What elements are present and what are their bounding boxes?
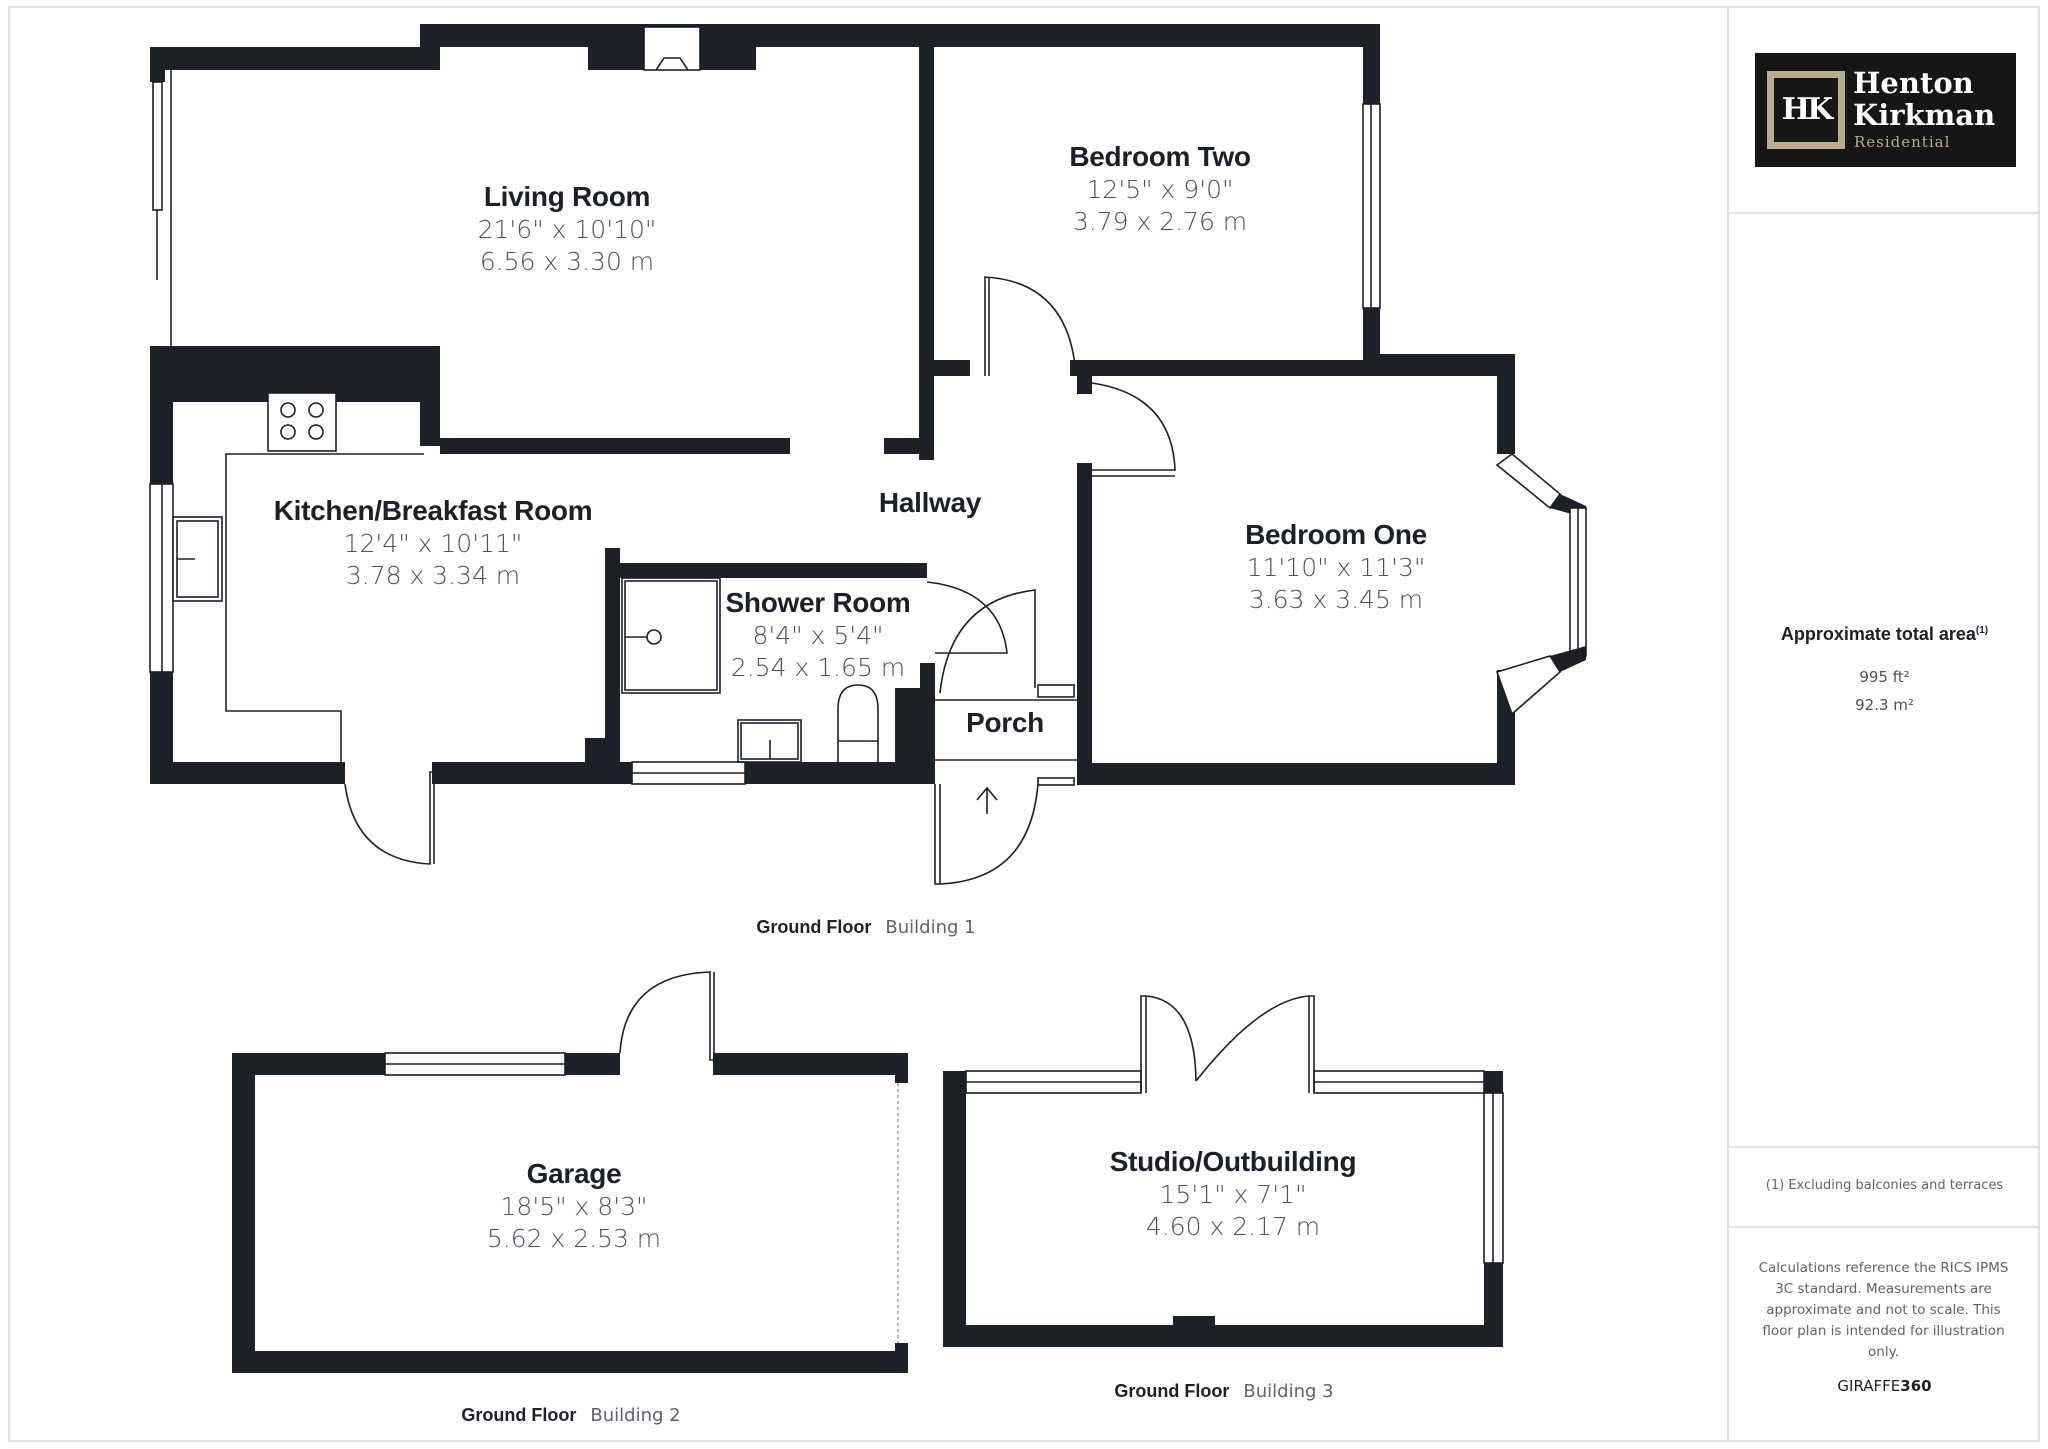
area-sqft: 995 ft² — [1859, 668, 1910, 686]
room-kitchen: Kitchen/Breakfast Room 12'4" x 10'11" 3.… — [274, 494, 593, 592]
front-door — [934, 783, 1039, 885]
area-title-text: Approximate total area — [1780, 624, 1976, 644]
studio-door-right — [1195, 995, 1315, 1093]
room-name: Kitchen/Breakfast Room — [273, 495, 593, 526]
room-name: Shower Room — [725, 587, 911, 618]
bedroom-one-door — [1081, 382, 1176, 477]
room-metric: 5.62 x 2.53 m — [486, 1224, 662, 1253]
caption-building: Building 3 — [1243, 1381, 1334, 1402]
monogram: HK — [1781, 92, 1833, 127]
caption-building: Building 2 — [590, 1405, 681, 1426]
room-hallway: Hallway — [879, 486, 981, 520]
room-metric: 3.79 x 2.76 m — [1072, 207, 1248, 236]
caption-building-3: Ground Floor Building 3 — [1114, 1381, 1333, 1402]
room-metric: 2.54 x 1.65 m — [730, 653, 906, 682]
room-bedroom-two: Bedroom Two 12'5" x 9'0" 3.79 x 2.76 m — [1069, 140, 1251, 238]
area-sqm: 92.3 m² — [1855, 696, 1914, 714]
room-bedroom-one: Bedroom One 11'10" x 11'3" 3.63 x 3.45 m — [1245, 518, 1427, 616]
caption-floor: Ground Floor — [756, 917, 872, 937]
room-shower-room: Shower Room 8'4" x 5'4" 2.54 x 1.65 m — [726, 586, 911, 684]
garage-walls — [232, 1052, 908, 1373]
area-title: Approximate total area(1) — [1729, 624, 2040, 645]
room-name: Bedroom One — [1245, 519, 1427, 550]
caption-floor: Ground Floor — [1114, 1381, 1230, 1401]
disclaimer-text: Calculations reference the RICS IPMS 3C … — [1758, 1260, 2009, 1360]
room-name: Garage — [526, 1158, 622, 1189]
logo-line-2: Kirkman — [1853, 98, 1996, 132]
shower-fixtures — [621, 577, 879, 763]
room-imperial: 12'5" x 9'0" — [1086, 175, 1234, 204]
room-imperial: 21'6" x 10'10" — [477, 215, 657, 244]
room-metric: 6.56 x 3.30 m — [479, 247, 655, 276]
caption-building: Building 1 — [885, 917, 976, 938]
room-metric: 3.63 x 3.45 m — [1248, 585, 1424, 614]
bedroom-two-door — [984, 276, 1077, 377]
logo-line-1: Henton — [1853, 66, 1974, 100]
room-imperial: 8'4" x 5'4" — [752, 621, 884, 650]
room-garage: Garage 18'5" x 8'3" 5.62 x 2.53 m — [487, 1157, 661, 1255]
logo-section: HK Henton Kirkman Residential — [1729, 6, 2040, 214]
area-section: Approximate total area(1) 995 ft² 92.3 m… — [1729, 214, 2040, 1148]
garage-door — [619, 971, 715, 1061]
monogram-frame: HK — [1767, 71, 1845, 149]
brand-suffix: 360 — [1900, 1377, 1932, 1395]
caption-floor: Ground Floor — [461, 1405, 577, 1425]
studio-door-left — [1140, 995, 1197, 1093]
room-imperial: 11'10" x 11'3" — [1246, 553, 1426, 582]
room-name: Living Room — [483, 181, 651, 212]
caption-building-2: Ground Floor Building 2 — [461, 1405, 680, 1426]
room-name: Hallway — [878, 487, 982, 518]
room-metric: 3.78 x 3.34 m — [345, 561, 521, 590]
footnote-mark: (1) — [1975, 625, 1989, 636]
giraffe360-brand: GIRAFFE360 — [1729, 1377, 2040, 1395]
kitchen-door — [344, 771, 435, 865]
brand-prefix: GIRAFFE — [1837, 1377, 1901, 1395]
page-frame — [8, 6, 2040, 1442]
room-name: Porch — [966, 707, 1044, 738]
info-sidebar: HK Henton Kirkman Residential Approximat… — [1727, 6, 2040, 1442]
room-imperial: 18'5" x 8'3" — [500, 1192, 648, 1221]
room-metric: 4.60 x 2.17 m — [1145, 1212, 1321, 1241]
building-1-walls — [149, 24, 1587, 786]
kitchen-fixtures — [172, 392, 424, 762]
agency-logo: HK Henton Kirkman Residential — [1755, 53, 2016, 167]
room-imperial: 15'1" x 7'1" — [1159, 1180, 1307, 1209]
room-living-room: Living Room 21'6" x 10'10" 6.56 x 3.30 m — [478, 180, 657, 278]
caption-building-1: Ground Floor Building 1 — [756, 917, 975, 938]
hall-door — [939, 589, 1036, 694]
room-name: Studio/Outbuilding — [1109, 1146, 1357, 1177]
shower-door — [926, 581, 1008, 654]
footnote-section: (1) Excluding balconies and terraces — [1729, 1148, 2040, 1228]
logo-line-3: Residential — [1854, 133, 1951, 151]
room-studio: Studio/Outbuilding 15'1" x 7'1" 4.60 x 2… — [1110, 1145, 1357, 1243]
room-imperial: 12'4" x 10'11" — [343, 529, 523, 558]
studio-walls — [943, 1070, 1504, 1347]
footnote-text: (1) Excluding balconies and terraces — [1765, 1178, 2004, 1193]
room-name: Bedroom Two — [1069, 141, 1251, 172]
entrance-arrow-icon — [976, 786, 998, 814]
room-porch: Porch — [966, 706, 1044, 740]
